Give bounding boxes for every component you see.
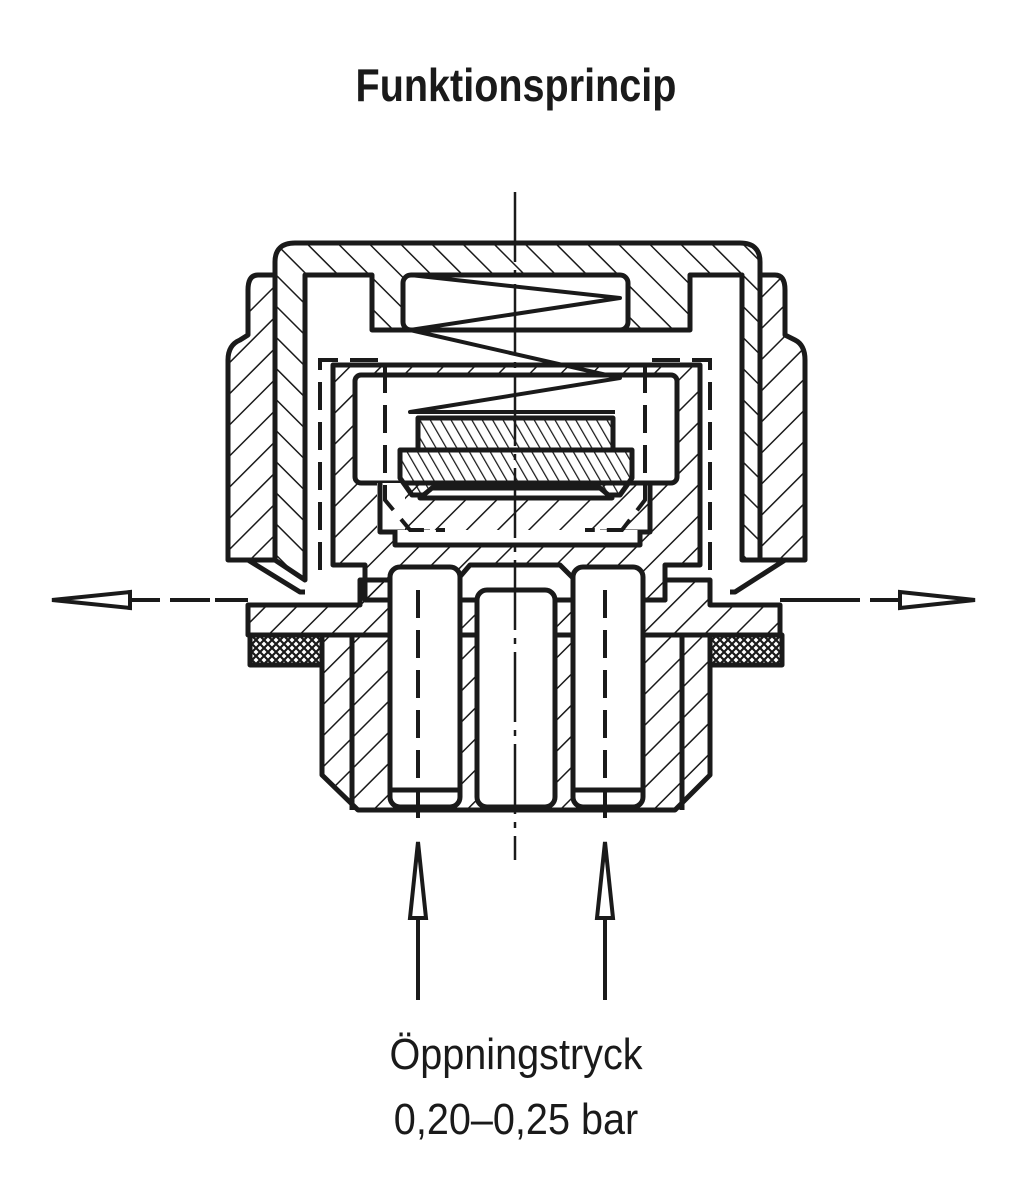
cap [272,240,763,583]
seal-ring-right [707,632,785,668]
channel-left [387,564,463,810]
opening-pressure-value: 0,20–0,25 bar [393,1095,639,1144]
opening-pressure-label: Öppningstryck [389,1030,643,1079]
diagram-title: Funktionsprincip [355,59,677,111]
channel-right [570,564,646,810]
seal-ring-left [247,632,325,668]
left-band [225,272,278,563]
right-band [757,272,808,563]
